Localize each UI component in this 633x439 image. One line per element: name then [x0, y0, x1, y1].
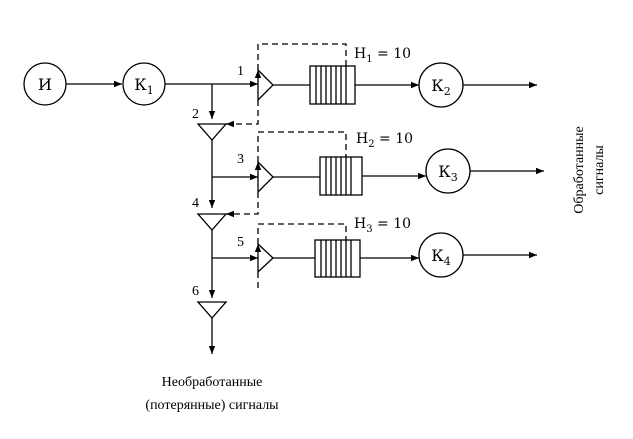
switch-5 — [257, 242, 274, 274]
processed-label-line2: сигналы — [592, 145, 607, 195]
buffer-2-label: Н2 = 10 — [356, 131, 413, 150]
feedback-buffer2-switch3 — [254, 131, 347, 170]
k4-label: К4 — [431, 246, 450, 268]
switch-6-number: 6 — [192, 284, 199, 299]
switch-6 — [196, 301, 228, 319]
buffer-2 — [319, 156, 363, 196]
feedback-switch3-switch4 — [226, 192, 259, 218]
buffer-1-label: Н1 = 10 — [354, 46, 411, 65]
switch-3 — [257, 160, 274, 194]
switch-2 — [196, 123, 228, 141]
processed-label-line1: Обработанные — [572, 126, 587, 214]
feedback-switch1-switch2 — [226, 100, 259, 128]
k1-label: К1 — [134, 75, 153, 97]
buffer-3 — [314, 239, 361, 278]
switch-2-number: 2 — [192, 107, 199, 122]
unprocessed-label-line1: Необработанные — [162, 375, 263, 390]
feedback-buffer3-switch5 — [254, 223, 347, 252]
buffer-1 — [309, 65, 356, 105]
feedback-buffer1-switch1 — [254, 43, 347, 78]
switch-5-number: 5 — [237, 235, 244, 250]
unprocessed-label-line2: (потерянные) сигналы — [145, 398, 279, 413]
switch-1-number: 1 — [237, 64, 244, 79]
k3-label: К3 — [438, 162, 457, 184]
switch-1 — [257, 68, 274, 102]
buffer-3-label: Н3 = 10 — [354, 216, 411, 235]
switch-4 — [196, 213, 228, 231]
switch-4-number: 4 — [192, 196, 199, 211]
k2-label: К2 — [431, 76, 450, 98]
source-label: И — [38, 75, 52, 94]
switch-3-number: 3 — [237, 152, 244, 167]
